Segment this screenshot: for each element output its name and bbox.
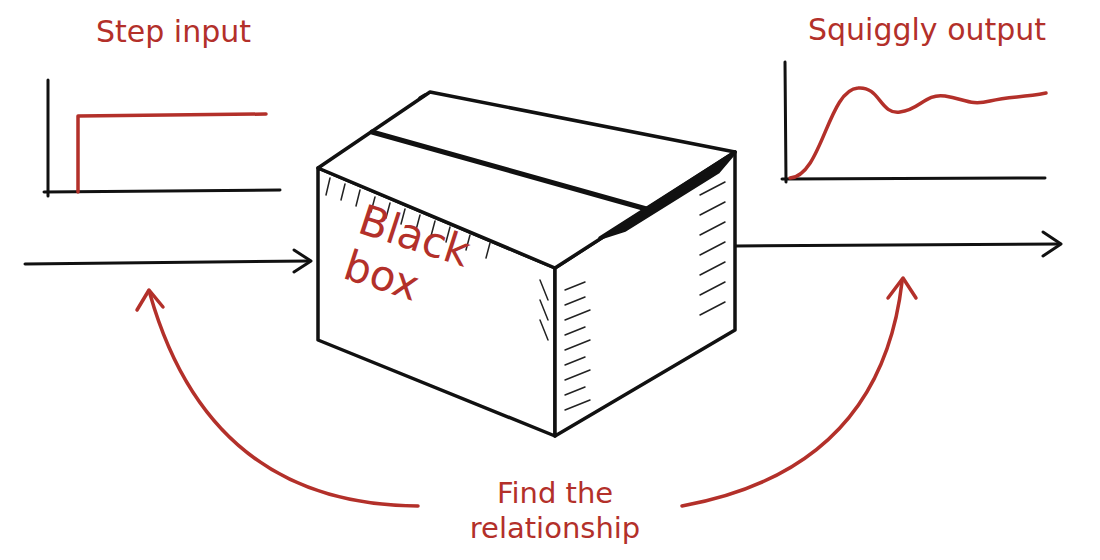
box-label: Black box [338,196,511,334]
annotation-label: Step input [96,14,356,50]
black-box-illustration [318,92,735,436]
box-hatching [326,178,725,410]
output-arrow [736,232,1061,256]
input-arrow [25,250,311,272]
step-axes [44,80,280,196]
relationship-arrows [137,278,916,506]
step-signal [78,114,266,192]
squiggly-signal [790,88,1046,178]
output-axes [782,62,1045,182]
black-box-node: Black box [350,212,500,362]
annotation-label: Squiggly output [808,12,1098,48]
annotation-label: Find the relationship [440,476,670,546]
